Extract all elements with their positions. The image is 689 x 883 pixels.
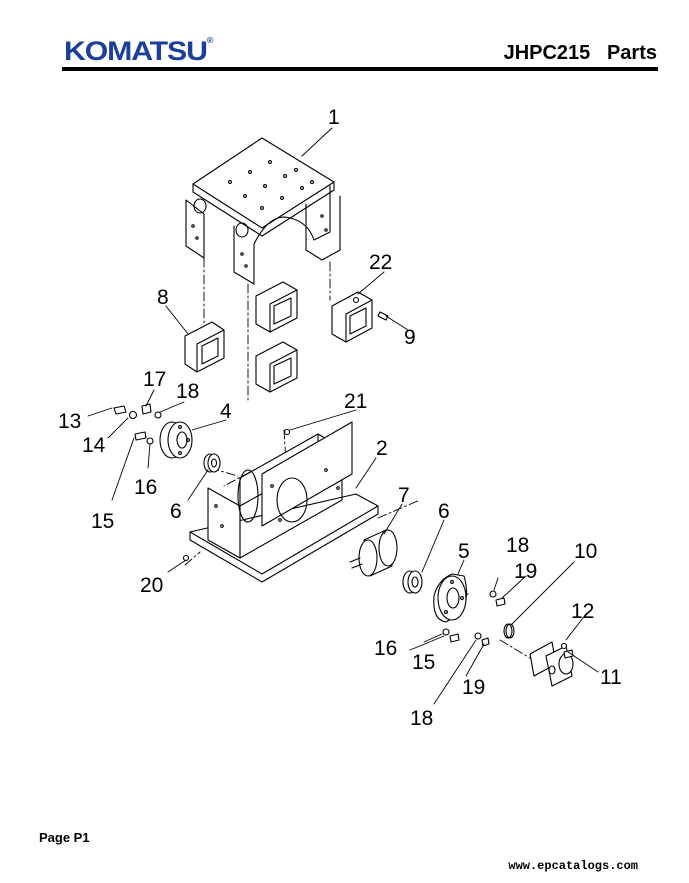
callout-21: 21 xyxy=(344,390,367,413)
callout-15b: 15 xyxy=(412,651,435,674)
header-rule xyxy=(62,67,658,71)
page-number: Page P1 xyxy=(39,830,90,845)
callout-18c: 18 xyxy=(410,707,433,730)
registered-mark: ® xyxy=(206,36,214,45)
leader-lines xyxy=(87,127,599,705)
callout-16b: 16 xyxy=(374,637,397,660)
callout-15a: 15 xyxy=(91,510,114,533)
callout-5: 5 xyxy=(458,540,470,563)
callout-19a: 19 xyxy=(514,560,537,583)
callout-numbers: 1 2 4 5 6 6 7 8 9 10 11 12 13 14 15 15 1… xyxy=(58,106,622,730)
part-ring xyxy=(503,623,515,639)
callout-18b: 18 xyxy=(506,534,529,557)
part-upper-frame xyxy=(185,137,341,285)
callout-6a: 6 xyxy=(170,500,182,523)
callout-1: 1 xyxy=(328,106,340,129)
callout-17: 17 xyxy=(143,368,166,391)
callout-12: 12 xyxy=(571,600,594,623)
part-bracket xyxy=(529,641,574,687)
part-bearings xyxy=(203,453,423,594)
page-title: JHPC215 Parts xyxy=(503,42,657,64)
brand-wordmark: KOMATSU xyxy=(64,36,208,66)
callout-9: 9 xyxy=(404,326,416,349)
callout-22: 22 xyxy=(369,251,392,274)
callout-14: 14 xyxy=(82,434,106,457)
callout-19b: 19 xyxy=(462,676,485,699)
part-bearing-housing-right xyxy=(433,573,468,623)
callout-18a: 18 xyxy=(176,380,199,403)
callout-16a: 16 xyxy=(134,476,157,499)
part-eccentric-weight xyxy=(349,529,398,577)
callout-4: 4 xyxy=(220,400,232,423)
part-rubber-mounts xyxy=(184,281,373,393)
callout-8: 8 xyxy=(157,286,169,309)
part-base-plate xyxy=(189,421,379,583)
callout-11: 11 xyxy=(600,666,622,689)
fasteners xyxy=(113,296,574,659)
callout-2: 2 xyxy=(376,437,388,460)
callout-6b: 6 xyxy=(438,500,450,523)
website-link[interactable]: www.epcatalogs.com xyxy=(508,859,638,873)
callout-20: 20 xyxy=(140,574,163,597)
part-bearing-housing-left xyxy=(159,421,193,459)
callout-7: 7 xyxy=(398,484,410,507)
komatsu-logo: KOMATSU® xyxy=(64,36,213,67)
callout-10: 10 xyxy=(574,540,597,563)
callout-13: 13 xyxy=(58,410,81,433)
